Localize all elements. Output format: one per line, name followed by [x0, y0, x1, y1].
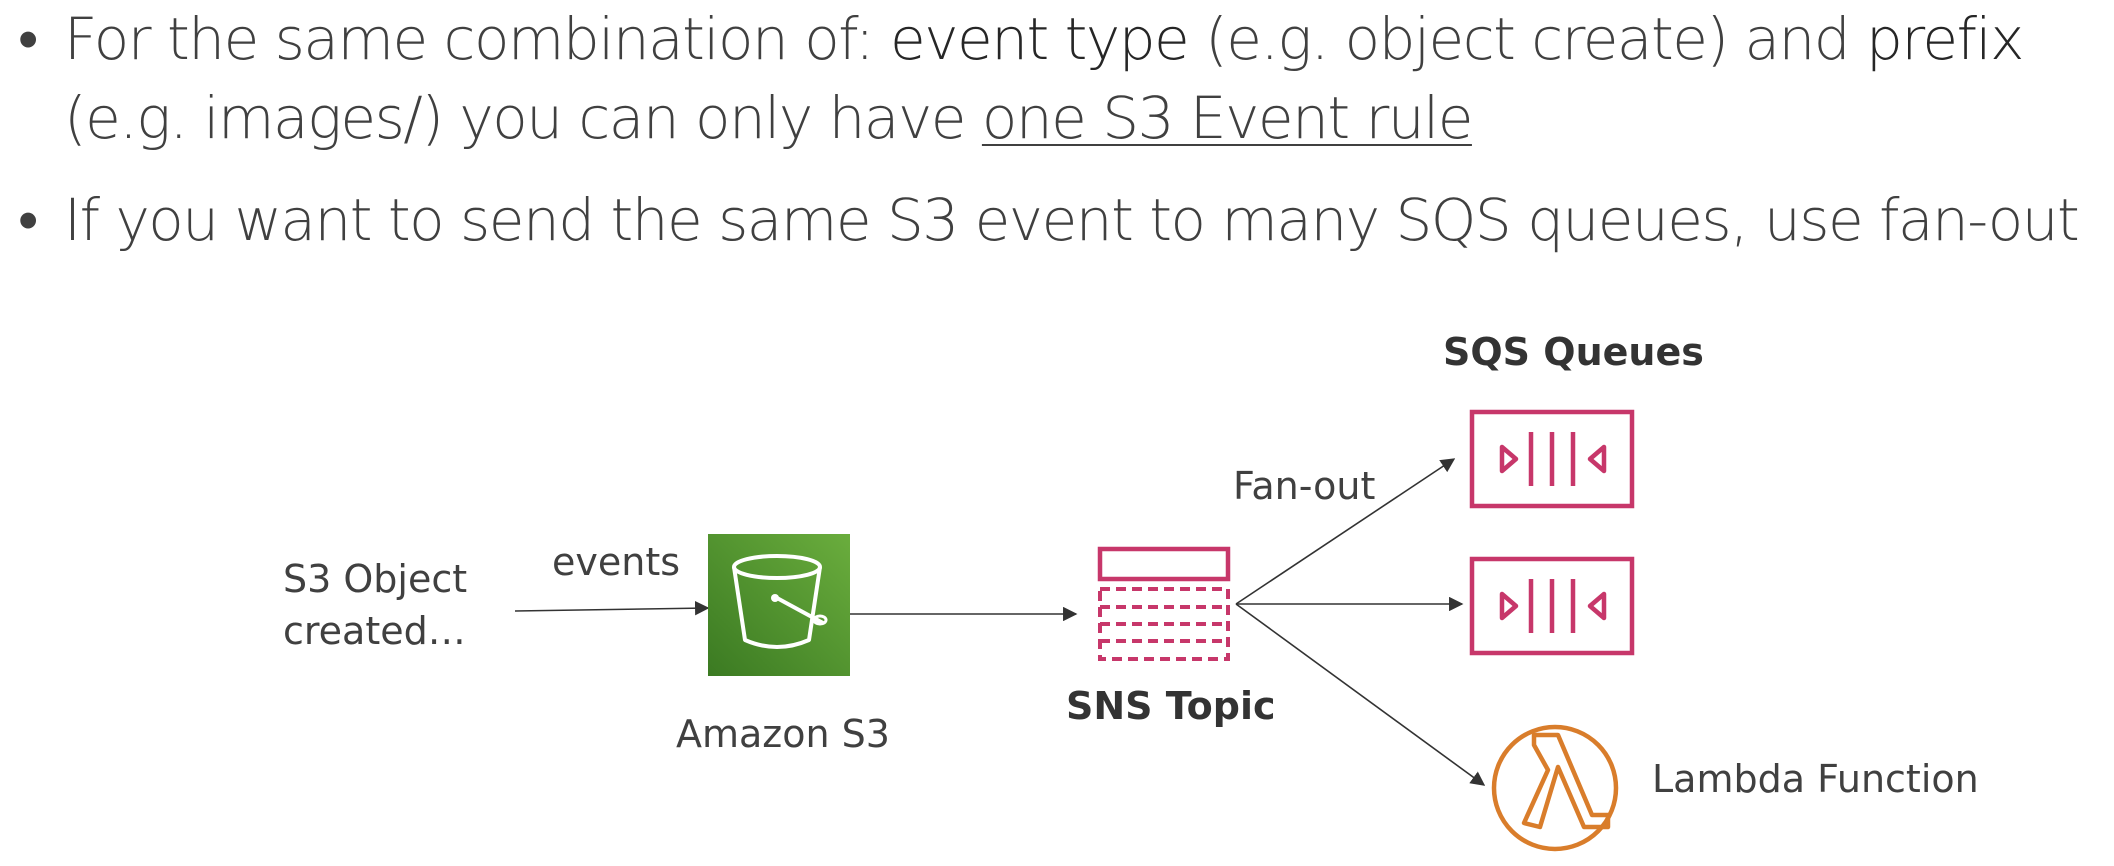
bullet-emphasis-event-type: event type [890, 5, 1190, 73]
sns-label: SNS Topic [1066, 684, 1276, 728]
bullet-text: For the same combination of: [64, 5, 891, 73]
sqs-queue-icon [1469, 556, 1635, 656]
s3-label: Amazon S3 [676, 712, 890, 756]
lambda-icon [1491, 724, 1619, 852]
bullet-emphasis-prefix: prefix [1866, 5, 2024, 73]
source-label: S3 Object created… [283, 553, 467, 657]
bullet-underline-rule: one S3 Event rule [981, 84, 1474, 152]
bullet-dot: • [18, 5, 38, 73]
sqs-label: SQS Queues [1443, 330, 1704, 374]
lambda-label: Lambda Function [1652, 757, 1979, 801]
bullet-list: • For the same combination of: event typ… [18, 0, 2108, 283]
fanout-label: Fan-out [1233, 464, 1376, 508]
bullet-text: If you want to send the same S3 event to… [64, 186, 2080, 254]
source-label-line1: S3 Object [283, 557, 468, 601]
source-label-line2: created… [283, 609, 466, 653]
bucket-icon [708, 534, 850, 676]
bullet-dot: • [18, 186, 38, 254]
events-label: events [552, 540, 681, 584]
arrow-sns-to-sqs-1 [1235, 458, 1456, 605]
sqs-queue-icon [1469, 409, 1635, 509]
arrow-sns-to-lambda [1235, 603, 1486, 786]
bullet-text: (e.g. object create) and [1188, 5, 1866, 73]
bullet-item-1: • For the same combination of: event typ… [18, 0, 2108, 158]
bullet-text: (e.g. images/) you can only have [64, 84, 982, 152]
arrow-source-to-s3 [514, 601, 710, 616]
bullet-item-2: • If you want to send the same S3 event … [18, 181, 2108, 260]
sns-topic-icon [1097, 546, 1231, 661]
